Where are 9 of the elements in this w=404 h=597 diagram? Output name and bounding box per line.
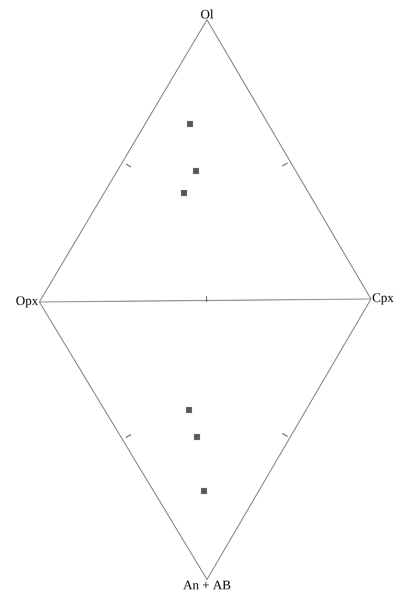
triangle-side	[39, 302, 208, 580]
vertex-label: An + AB	[183, 580, 230, 590]
vertex-label: Cpx	[372, 293, 394, 305]
vertex-label: Ol	[201, 9, 214, 19]
triangle-side	[39, 19, 208, 302]
triangle-side	[206, 298, 372, 580]
triangle-side	[39, 298, 372, 302]
vertex-label: Opx	[16, 296, 38, 308]
triangle-side	[206, 19, 372, 300]
